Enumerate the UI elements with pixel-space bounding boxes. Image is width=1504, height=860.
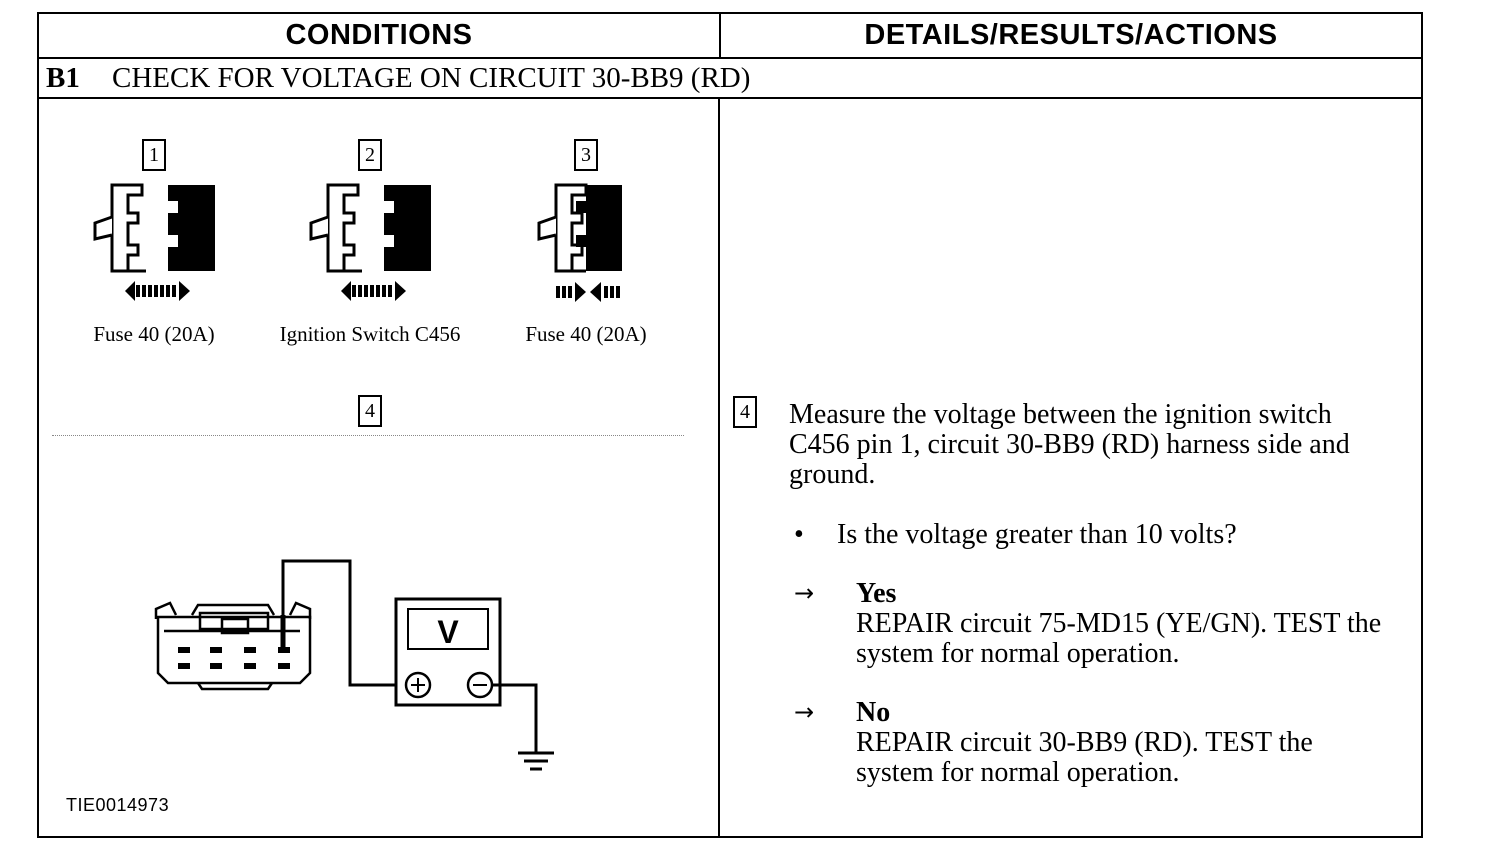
step-title: CHECK FOR VOLTAGE ON CIRCUIT 30-BB9 (RD): [112, 61, 751, 94]
voltmeter-label: V: [437, 614, 459, 650]
detail-step-number: 4: [733, 396, 757, 428]
figure-2-number: 2: [358, 139, 382, 171]
figure-3-caption: Fuse 40 (20A): [525, 322, 647, 346]
yes-action-text: REPAIR circuit 75-MD15 (YE/GN). TEST the…: [856, 608, 1382, 669]
connector-c456-icon: [154, 601, 312, 691]
figure-2-caption: Ignition Switch C456: [279, 322, 461, 346]
column-divider-body: [718, 97, 720, 838]
no-label: No: [856, 697, 891, 728]
figure-2-connector-icon: [309, 183, 431, 301]
figure-id: TIE0014973: [66, 795, 170, 815]
step-title-rule: [37, 97, 1423, 99]
figure-1-caption: Fuse 40 (20A): [93, 322, 215, 346]
no-arrow-icon: →: [794, 698, 815, 726]
figure-4-number: 4: [358, 395, 382, 427]
voltmeter-test-diagram: V: [154, 559, 554, 771]
figure-separator: [52, 435, 684, 436]
figure-3-connector-icon: [537, 183, 622, 302]
figure-1-connector-icon: [93, 183, 215, 301]
instruction-text: Measure the voltage between the ignition…: [789, 399, 1350, 490]
column-divider-top: [719, 12, 721, 58]
figure-3-number: 3: [574, 139, 598, 171]
step-number: B1: [46, 61, 80, 94]
yes-arrow-icon: →: [794, 579, 815, 607]
question-text: Is the voltage greater than 10 volts?: [837, 519, 1237, 550]
ground-icon: [518, 751, 554, 771]
procedure-table: [37, 12, 1423, 838]
header-rule: [37, 57, 1423, 59]
details-header: DETAILS/RESULTS/ACTIONS: [864, 18, 1278, 51]
no-action-text: REPAIR circuit 30-BB9 (RD). TEST the sys…: [856, 727, 1313, 788]
step-title-row: B1 CHECK FOR VOLTAGE ON CIRCUIT 30-BB9 (…: [46, 58, 750, 98]
figure-1-number: 1: [142, 139, 166, 171]
yes-label: Yes: [856, 578, 897, 609]
question-bullet: •: [794, 519, 804, 550]
conditions-header: CONDITIONS: [285, 18, 473, 51]
